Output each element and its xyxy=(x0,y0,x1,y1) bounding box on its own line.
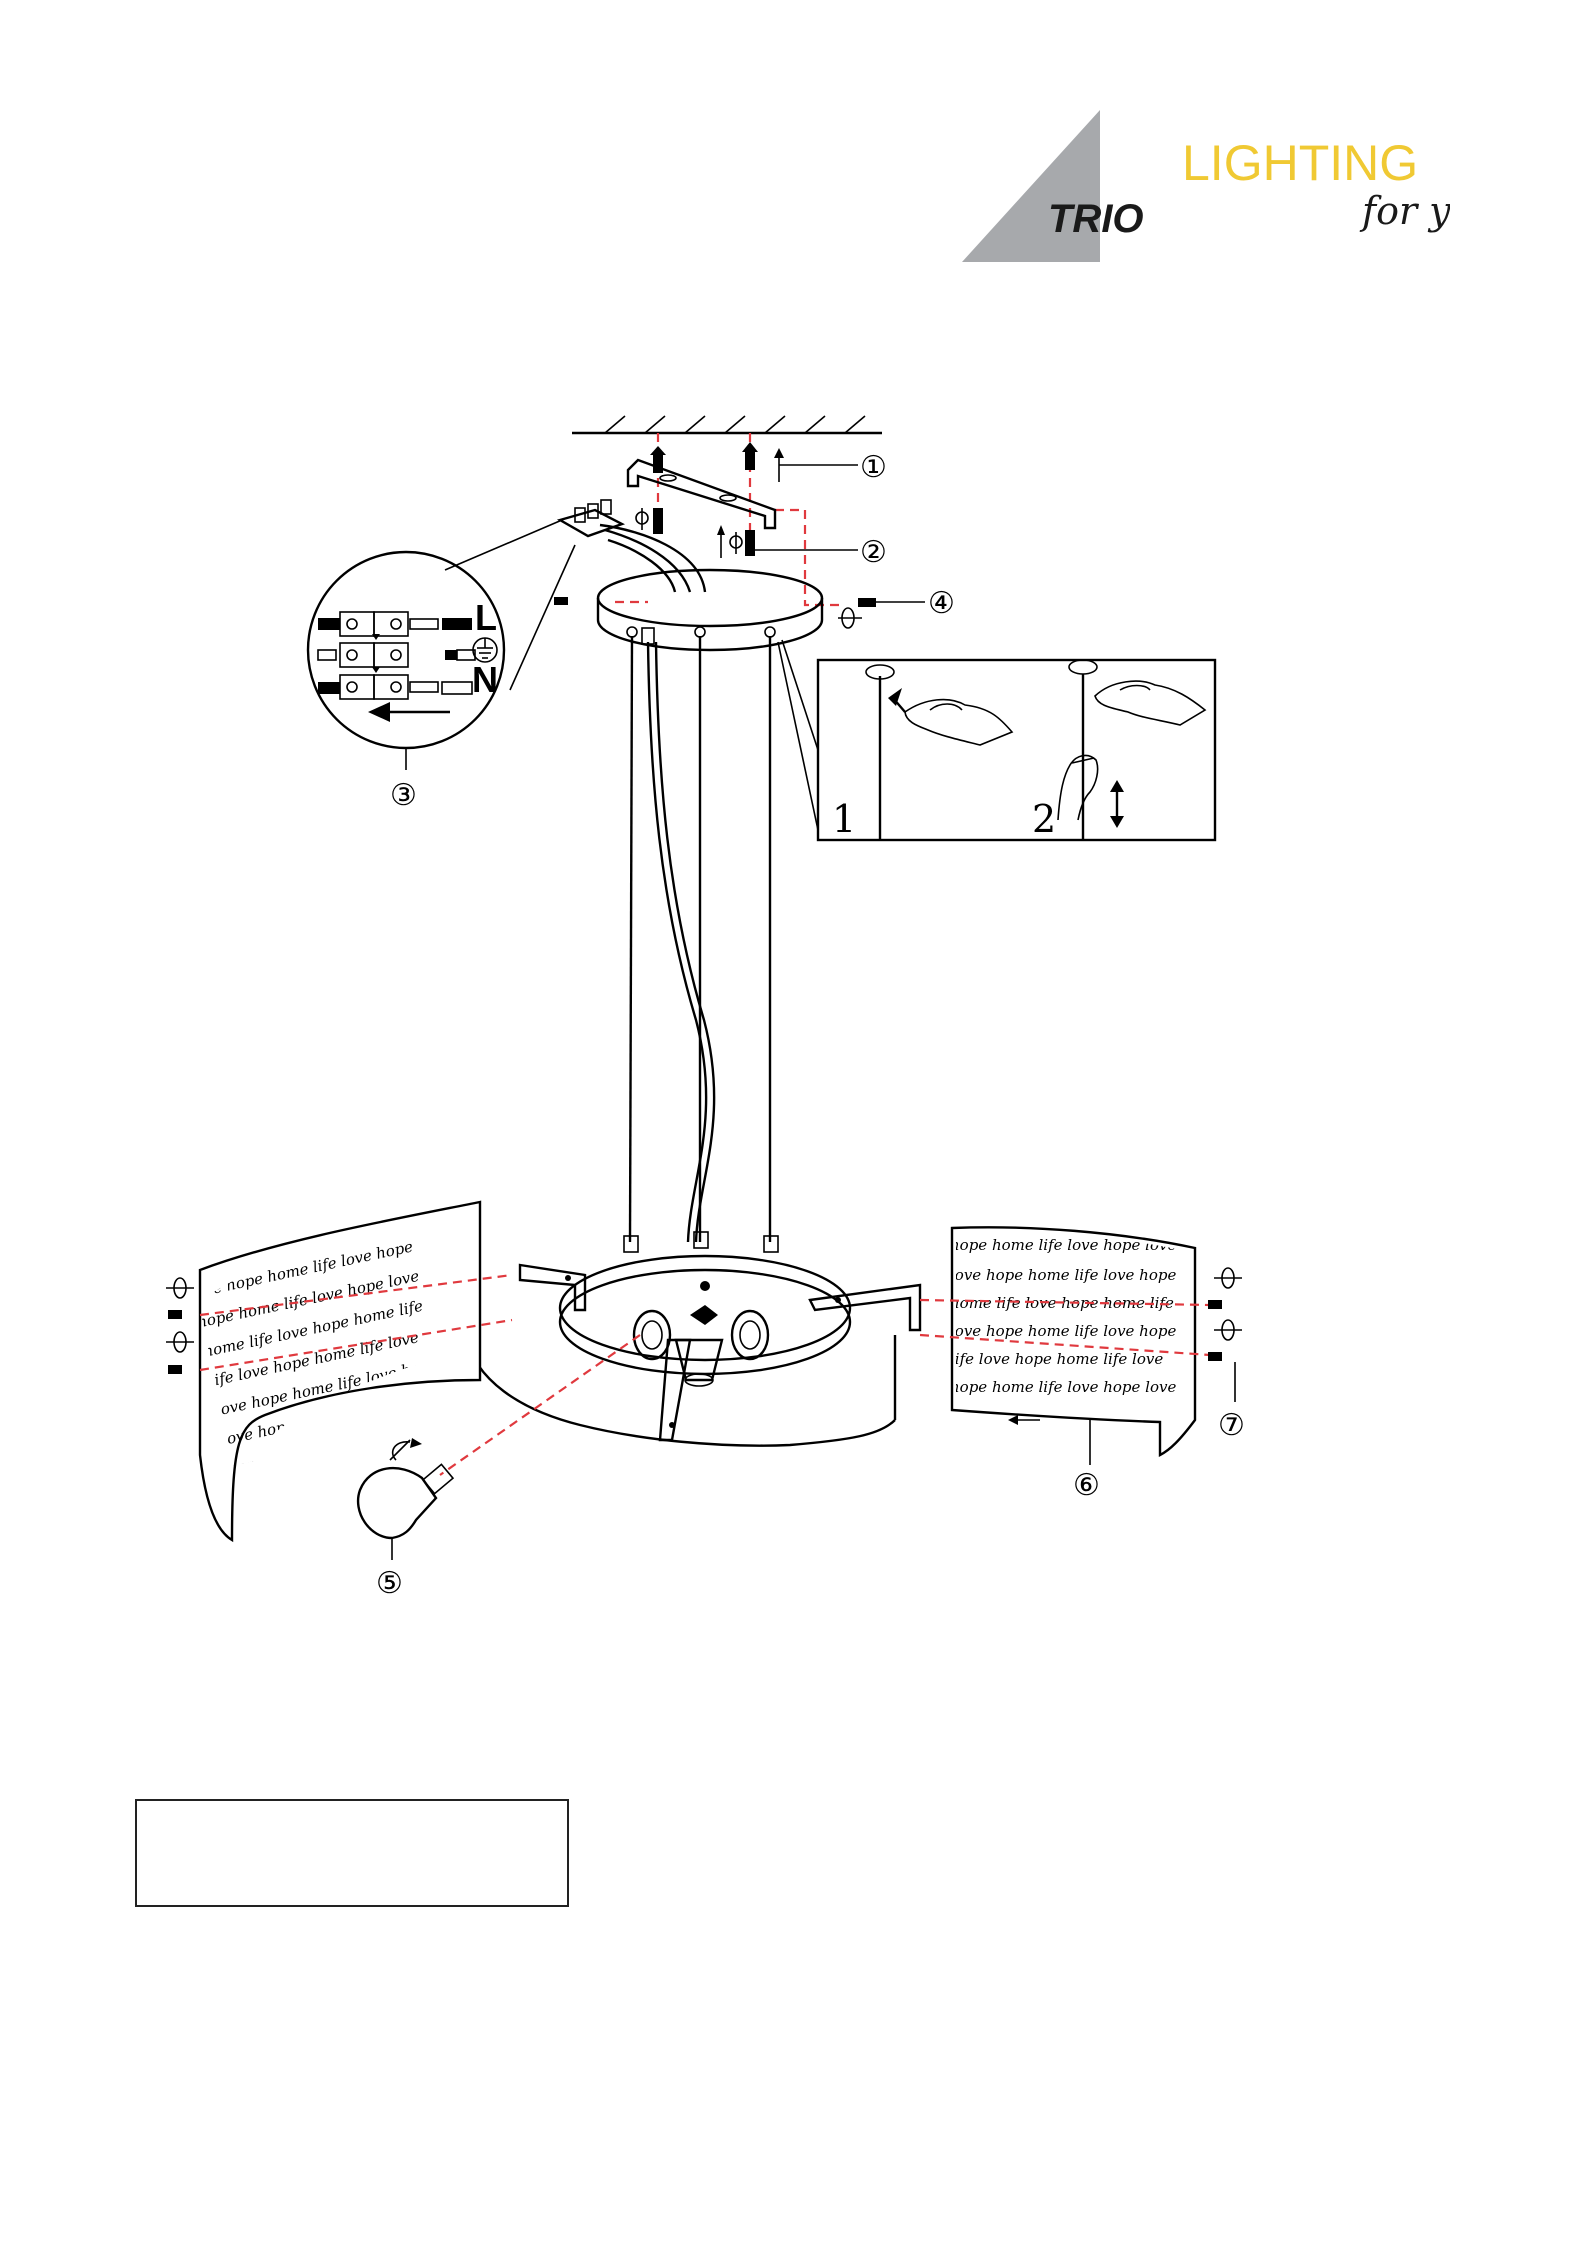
step-2-number: 2 xyxy=(1032,797,1056,841)
terminal-block xyxy=(556,499,626,538)
shade-right-line-4: love hope home life love hope xyxy=(950,1322,1176,1340)
callout-2: ② xyxy=(860,535,887,570)
note-box xyxy=(135,1799,569,1907)
shade-right-line-1: hope home life love hope love xyxy=(950,1236,1176,1254)
side-screw xyxy=(554,597,925,629)
shade-fixing-guides xyxy=(166,1267,1242,1476)
neutral-label: N xyxy=(472,659,498,700)
shade-right-line-6: hope home life love hope love xyxy=(950,1378,1176,1396)
wiring-detail: L N xyxy=(306,519,576,770)
ceiling xyxy=(572,415,882,435)
logo-tagline-main: LIGHTING xyxy=(1182,135,1418,191)
shade-right-line-3: home life love hope home life xyxy=(950,1294,1174,1312)
callout-1: ① xyxy=(860,450,887,485)
lamp-holders xyxy=(632,1305,770,1387)
callout-3: ③ xyxy=(390,778,417,813)
assembly-diagram: L N 1 2 xyxy=(166,415,1245,1601)
shade-right-line-5: life love hope home life love xyxy=(950,1350,1163,1368)
callout-6: ⑥ xyxy=(1073,1468,1100,1503)
shade-left: love hope home life love hope hope home … xyxy=(189,1200,482,1543)
live-label: L xyxy=(475,597,497,638)
height-adjust-detail: 1 2 xyxy=(777,639,1217,842)
suspension-cables xyxy=(628,635,772,1243)
logo-tagline-sub: for you xyxy=(1359,189,1450,233)
callout-5: ⑤ xyxy=(376,1566,403,1601)
callout-numbers: ① ② ③ ④ ⑤ ⑥ ⑦ xyxy=(376,450,1245,1601)
light-bulb xyxy=(357,1438,455,1560)
mounting-bracket xyxy=(626,458,777,530)
mounting-guides xyxy=(615,433,845,607)
step-1-number: 1 xyxy=(832,797,856,841)
earth-ground-icon xyxy=(472,637,498,663)
callout-4: ④ xyxy=(928,586,955,621)
logo-mark: TRIO xyxy=(1048,197,1144,241)
logo-triangle xyxy=(962,110,1100,262)
lamp-body xyxy=(463,1231,922,1447)
callout-7: ⑦ xyxy=(1218,1408,1245,1443)
shade-right: hope home life love hope love love hope … xyxy=(950,1226,1197,1457)
shade-right-line-2: love hope home life love hope xyxy=(950,1266,1176,1284)
ceiling-screws xyxy=(635,442,858,558)
trio-lighting-logo: TRIO LIGHTING for you xyxy=(962,110,1450,262)
